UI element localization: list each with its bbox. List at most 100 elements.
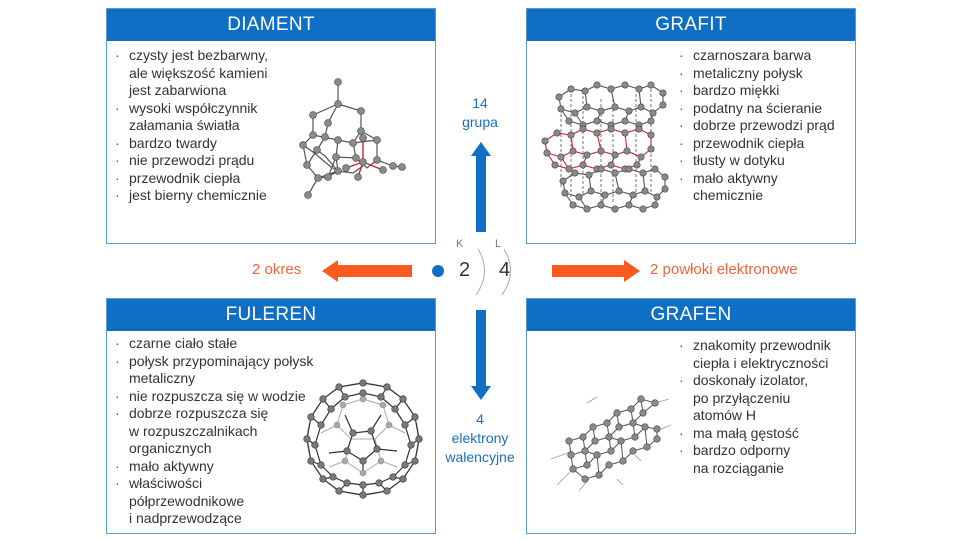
property-item: ma małą gęstość [679, 425, 831, 443]
property-text: czysty jest bezbarwny, [129, 47, 269, 63]
property-text: na rozciąganie [693, 459, 785, 476]
property-text: dobrze przewodzi prąd [693, 117, 835, 133]
diamond-structure-icon [299, 78, 406, 199]
card-title: FULEREN [107, 299, 435, 331]
property-item: przewodnik ciepła [679, 135, 835, 153]
property-item: dobrze przewodzi prąd [679, 117, 835, 135]
property-text: po przyłączeniu [693, 389, 791, 406]
card-grafit: GRAFIT czarnoszara barwametaliczny połys… [526, 8, 856, 244]
valence-text-2: walencyjne [445, 449, 515, 465]
arrow-up-icon [471, 142, 491, 232]
graphene-sheet-icon [550, 395, 672, 492]
property-text: metaliczny [129, 370, 196, 386]
graphite-layers-icon [541, 81, 669, 213]
property-text: bardzo odporny [693, 442, 791, 458]
period-label: 2 okres [252, 261, 302, 278]
fullerene-sphere-icon [303, 379, 423, 499]
property-text: organicznych [129, 440, 212, 456]
property-text: dobrze rozpuszcza się [129, 405, 269, 421]
group-text: grupa [462, 114, 498, 130]
property-text: półprzewodnikowe [129, 492, 245, 509]
property-item: nie rozpuszcza się w wodzie [115, 388, 313, 406]
card-title: GRAFIT [527, 9, 855, 41]
card-diament: DIAMENT czysty jest bezbarwny,ale większ… [106, 8, 436, 244]
arrow-right-icon [552, 260, 640, 282]
card-fuleren: FULEREN czarne ciało stałepołysk przypom… [106, 298, 436, 534]
property-item: jest bierny chemicznie [115, 187, 268, 205]
card-title: GRAFEN [527, 299, 855, 331]
group-number: 14 [472, 95, 488, 111]
property-item: czarne ciało stałe [115, 335, 313, 353]
shell-l-count: 4 [499, 259, 511, 281]
property-text: bardzo miękki [693, 82, 780, 98]
nucleus-icon [432, 265, 444, 277]
arrow-down-icon [471, 310, 491, 400]
property-text: załamania światła [129, 117, 240, 133]
property-text: i nadprzewodzące [129, 510, 242, 526]
property-item: podatny na ścieranie [679, 100, 835, 118]
property-text: ciepła i elektryczności [693, 354, 829, 371]
carbon-atom [565, 395, 661, 483]
shell-l-letter: L [495, 238, 502, 250]
property-text: ale większość kamieni [129, 64, 268, 81]
property-item: tłusty w dotyku [679, 152, 835, 170]
property-item: metaliczny połysk [679, 65, 835, 83]
shell-k-count: 2 [459, 259, 471, 281]
shell-k-letter: K [456, 238, 464, 250]
carbon-atom [303, 379, 423, 499]
property-text: w rozpuszczalnikach [129, 422, 258, 439]
shell-arcs-icon [475, 248, 511, 296]
property-item: doskonały izolator,po przyłączeniuatomów… [679, 372, 831, 425]
property-text: atomów H [693, 407, 757, 423]
property-text: chemicznie [693, 187, 764, 203]
arrow-left-icon [322, 260, 412, 282]
property-text: przewodnik ciepła [693, 134, 805, 151]
property-text: podatny na ścieranie [693, 99, 823, 116]
property-text: połysk przypominający połysk [129, 352, 314, 369]
property-text: ma małą gęstość [693, 424, 799, 441]
property-item: nie przewodzi prądu [115, 152, 268, 170]
valence-text-1: elektrony [451, 430, 509, 446]
group-label: 14 grupa [440, 94, 520, 132]
property-text: mało aktywny [693, 169, 778, 186]
property-text: jest zabarwiona [129, 82, 227, 98]
property-text: tłusty w dotyku [693, 152, 785, 168]
property-text: wysoki współczynnik [129, 99, 258, 116]
shells-label: 2 powłoki elektronowe [650, 261, 798, 278]
property-text: bardzo twardy [129, 134, 217, 151]
property-text: nie przewodzi prądu [129, 152, 255, 168]
property-text: właściwości [129, 475, 203, 491]
property-item: czarnoszara barwa [679, 47, 835, 65]
property-item: czysty jest bezbarwny,ale większość kami… [115, 47, 268, 100]
property-list: czarne ciało stałepołysk przypominający … [115, 335, 313, 528]
property-text: przewodnik ciepła [129, 169, 241, 186]
property-item: przewodnik ciepła [115, 170, 268, 188]
carbon-atom [299, 78, 406, 199]
property-text: jest bierny chemicznie [129, 187, 267, 203]
property-text: mało aktywny [129, 457, 214, 474]
property-list: czarnoszara barwametaliczny połyskbardzo… [679, 47, 835, 205]
card-title: DIAMENT [107, 9, 435, 41]
property-text: doskonały izolator, [693, 372, 809, 388]
property-text: czarne ciało stałe [129, 335, 238, 351]
property-text: znakomity przewodnik [693, 337, 831, 353]
property-item: bardzo miękki [679, 82, 835, 100]
property-text: metaliczny połysk [693, 64, 803, 81]
property-list: czysty jest bezbarwny,ale większość kami… [115, 47, 268, 205]
valence-label: 4 elektrony walencyjne [430, 410, 530, 467]
property-text: nie rozpuszcza się w wodzie [129, 387, 306, 404]
property-text: czarnoszara barwa [693, 47, 812, 63]
carbon-atom [541, 81, 669, 213]
valence-number: 4 [476, 411, 484, 427]
property-item: bardzo twardy [115, 135, 268, 153]
property-item: mało aktywny [115, 458, 313, 476]
